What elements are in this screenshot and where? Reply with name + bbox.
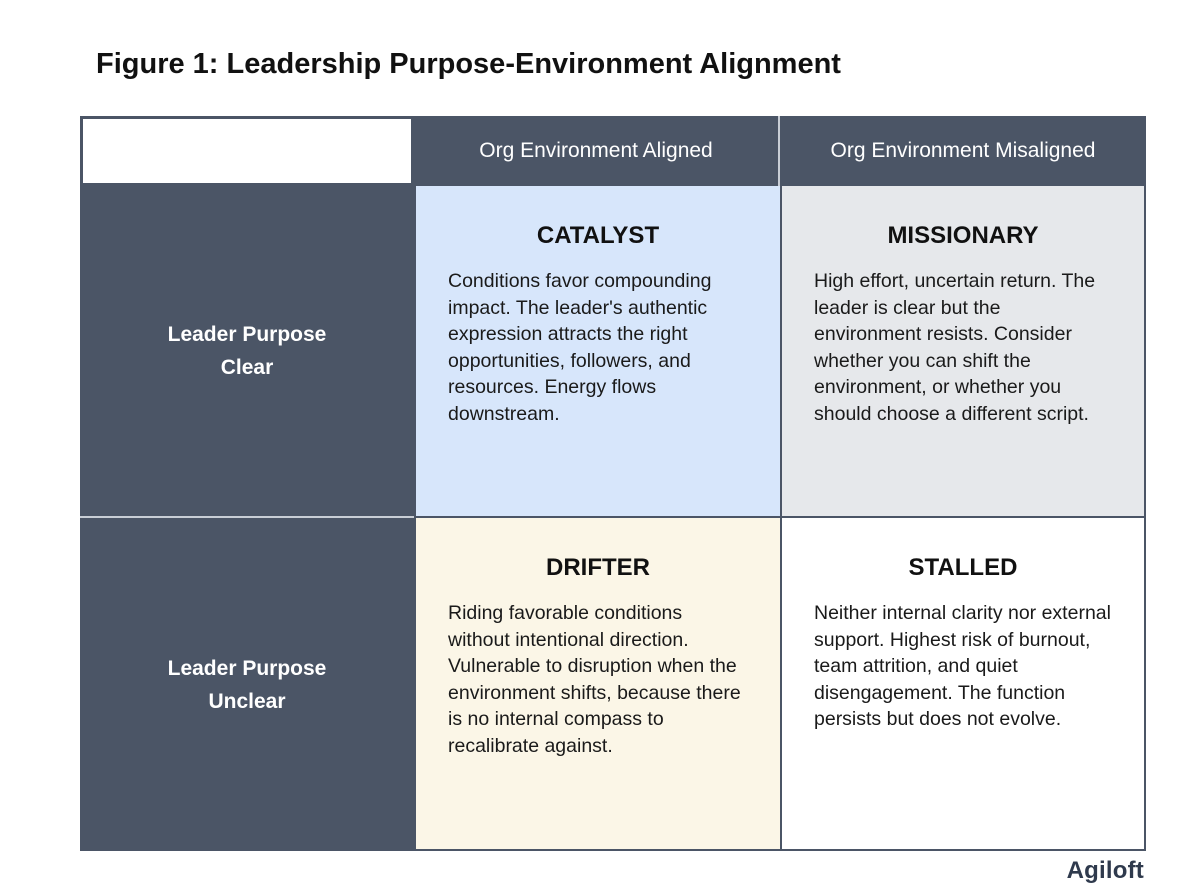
quadrant-stalled: STALLED Neither internal clarity nor ext… bbox=[780, 518, 1146, 851]
quadrant-drifter-title: DRIFTER bbox=[546, 554, 650, 581]
quadrant-missionary-title: MISSIONARY bbox=[887, 222, 1039, 249]
matrix-corner bbox=[83, 119, 411, 183]
row-header-clear: Leader Purpose Clear bbox=[80, 186, 414, 518]
quadrant-catalyst-title: CATALYST bbox=[536, 222, 660, 249]
quadrant-missionary: MISSIONARY High effort, uncertain return… bbox=[780, 186, 1146, 518]
row-header-clear-line1: Leader Purpose bbox=[167, 323, 327, 346]
row-header-unclear: Leader Purpose Unclear bbox=[80, 518, 414, 851]
quadrant-drifter: DRIFTER Riding favorable conditions with… bbox=[414, 518, 780, 851]
column-header-misaligned: Org Environment Misaligned bbox=[830, 139, 1096, 162]
quadrant-catalyst: CATALYST Conditions favor compounding im… bbox=[414, 186, 780, 518]
column-header-aligned: Org Environment Aligned bbox=[414, 116, 780, 186]
quadrant-catalyst-body: Conditions favor compounding impact. The… bbox=[448, 270, 712, 425]
figure-title: Figure 1: Leadership Purpose-Environment… bbox=[96, 48, 841, 80]
quadrant-missionary-body: High effort, uncertain return. The leade… bbox=[814, 270, 1096, 425]
alignment-matrix: Org Environment Aligned Org Environment … bbox=[80, 116, 1146, 851]
quadrant-stalled-title: STALLED bbox=[908, 554, 1018, 581]
row-header-unclear-line2: Unclear bbox=[208, 689, 286, 713]
agiloft-logo: Agiloft bbox=[1066, 857, 1144, 884]
row-header-unclear-line1: Leader Purpose bbox=[167, 656, 327, 680]
row-header-clear-line2: Clear bbox=[220, 356, 274, 379]
quadrant-stalled-body: Neither internal clarity nor external su… bbox=[814, 602, 1111, 730]
quadrant-drifter-body: Riding favorable conditions without inte… bbox=[448, 602, 741, 757]
